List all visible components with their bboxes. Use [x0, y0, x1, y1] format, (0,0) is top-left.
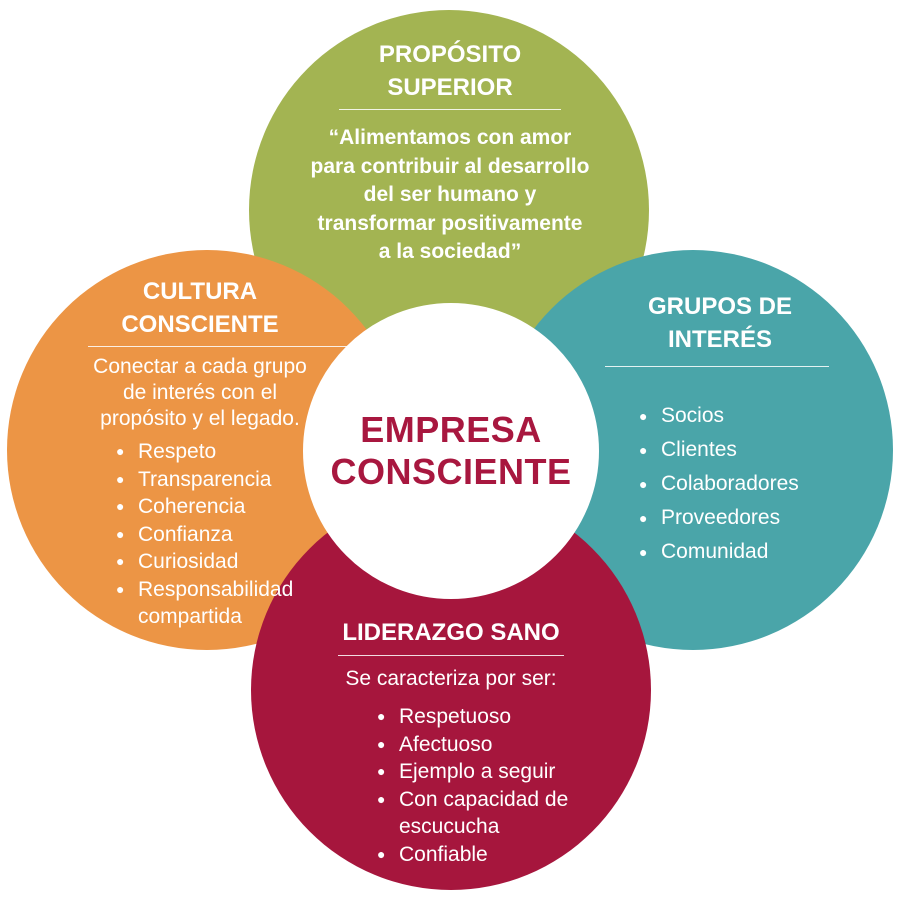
proposito-section: PROPÓSITO SUPERIOR “Alimentamos con amor… — [299, 38, 601, 267]
list-item: Respetuoso — [377, 703, 607, 731]
proposito-title: PROPÓSITO SUPERIOR — [378, 41, 522, 101]
grupos-section: GRUPOS DE INTERÉS — [590, 290, 850, 356]
center-circle-empresa-consciente: EMPRESA CONSCIENTE — [303, 303, 599, 599]
cultura-section: CULTURA CONSCIENTE Conectar a cada grupo… — [40, 275, 360, 631]
liderazgo-intro: Se caracteriza por ser: — [345, 667, 557, 690]
grupos-divider — [605, 366, 829, 367]
list-item: Ejemplo a seguir — [377, 758, 607, 786]
list-item: Confiable — [377, 841, 607, 869]
liderazgo-list: Respetuoso Afectuoso Ejemplo a seguir Co… — [377, 703, 607, 868]
proposito-quote: “Alimentamos con amor para contribuir al… — [310, 126, 590, 263]
cultura-divider — [88, 346, 350, 347]
cultura-title: CULTURA CONSCIENTE — [121, 278, 279, 338]
liderazgo-title: LIDERAZGO SANO — [342, 619, 560, 646]
list-item: Con capacidad de escucucha — [377, 786, 599, 841]
list-item: Transparencia — [116, 466, 326, 494]
list-item: Coherencia — [116, 493, 326, 521]
cultura-intro: Conectar a cada grupo de interés con el … — [93, 355, 307, 430]
center-title: EMPRESA CONSCIENTE — [330, 409, 572, 492]
grupos-title: GRUPOS DE INTERÉS — [647, 293, 793, 353]
list-item: Responsabilidad compartida — [116, 576, 318, 631]
liderazgo-section: LIDERAZGO SANO Se caracteriza por ser: — [301, 616, 601, 693]
grupos-list: Socios Clientes Colaboradores Proveedore… — [639, 399, 839, 569]
list-item: Curiosidad — [116, 548, 326, 576]
cultura-values-list: Respeto Transparencia Coherencia Confian… — [116, 438, 326, 631]
list-item: Colaboradores — [639, 467, 839, 501]
list-item: Afectuoso — [377, 731, 607, 759]
list-item: Comunidad — [639, 535, 839, 569]
liderazgo-divider — [338, 655, 564, 656]
list-item: Respeto — [116, 438, 326, 466]
list-item: Clientes — [639, 433, 839, 467]
list-item: Proveedores — [639, 501, 839, 535]
list-item: Confianza — [116, 521, 326, 549]
proposito-divider — [339, 109, 561, 110]
list-item: Socios — [639, 399, 839, 433]
